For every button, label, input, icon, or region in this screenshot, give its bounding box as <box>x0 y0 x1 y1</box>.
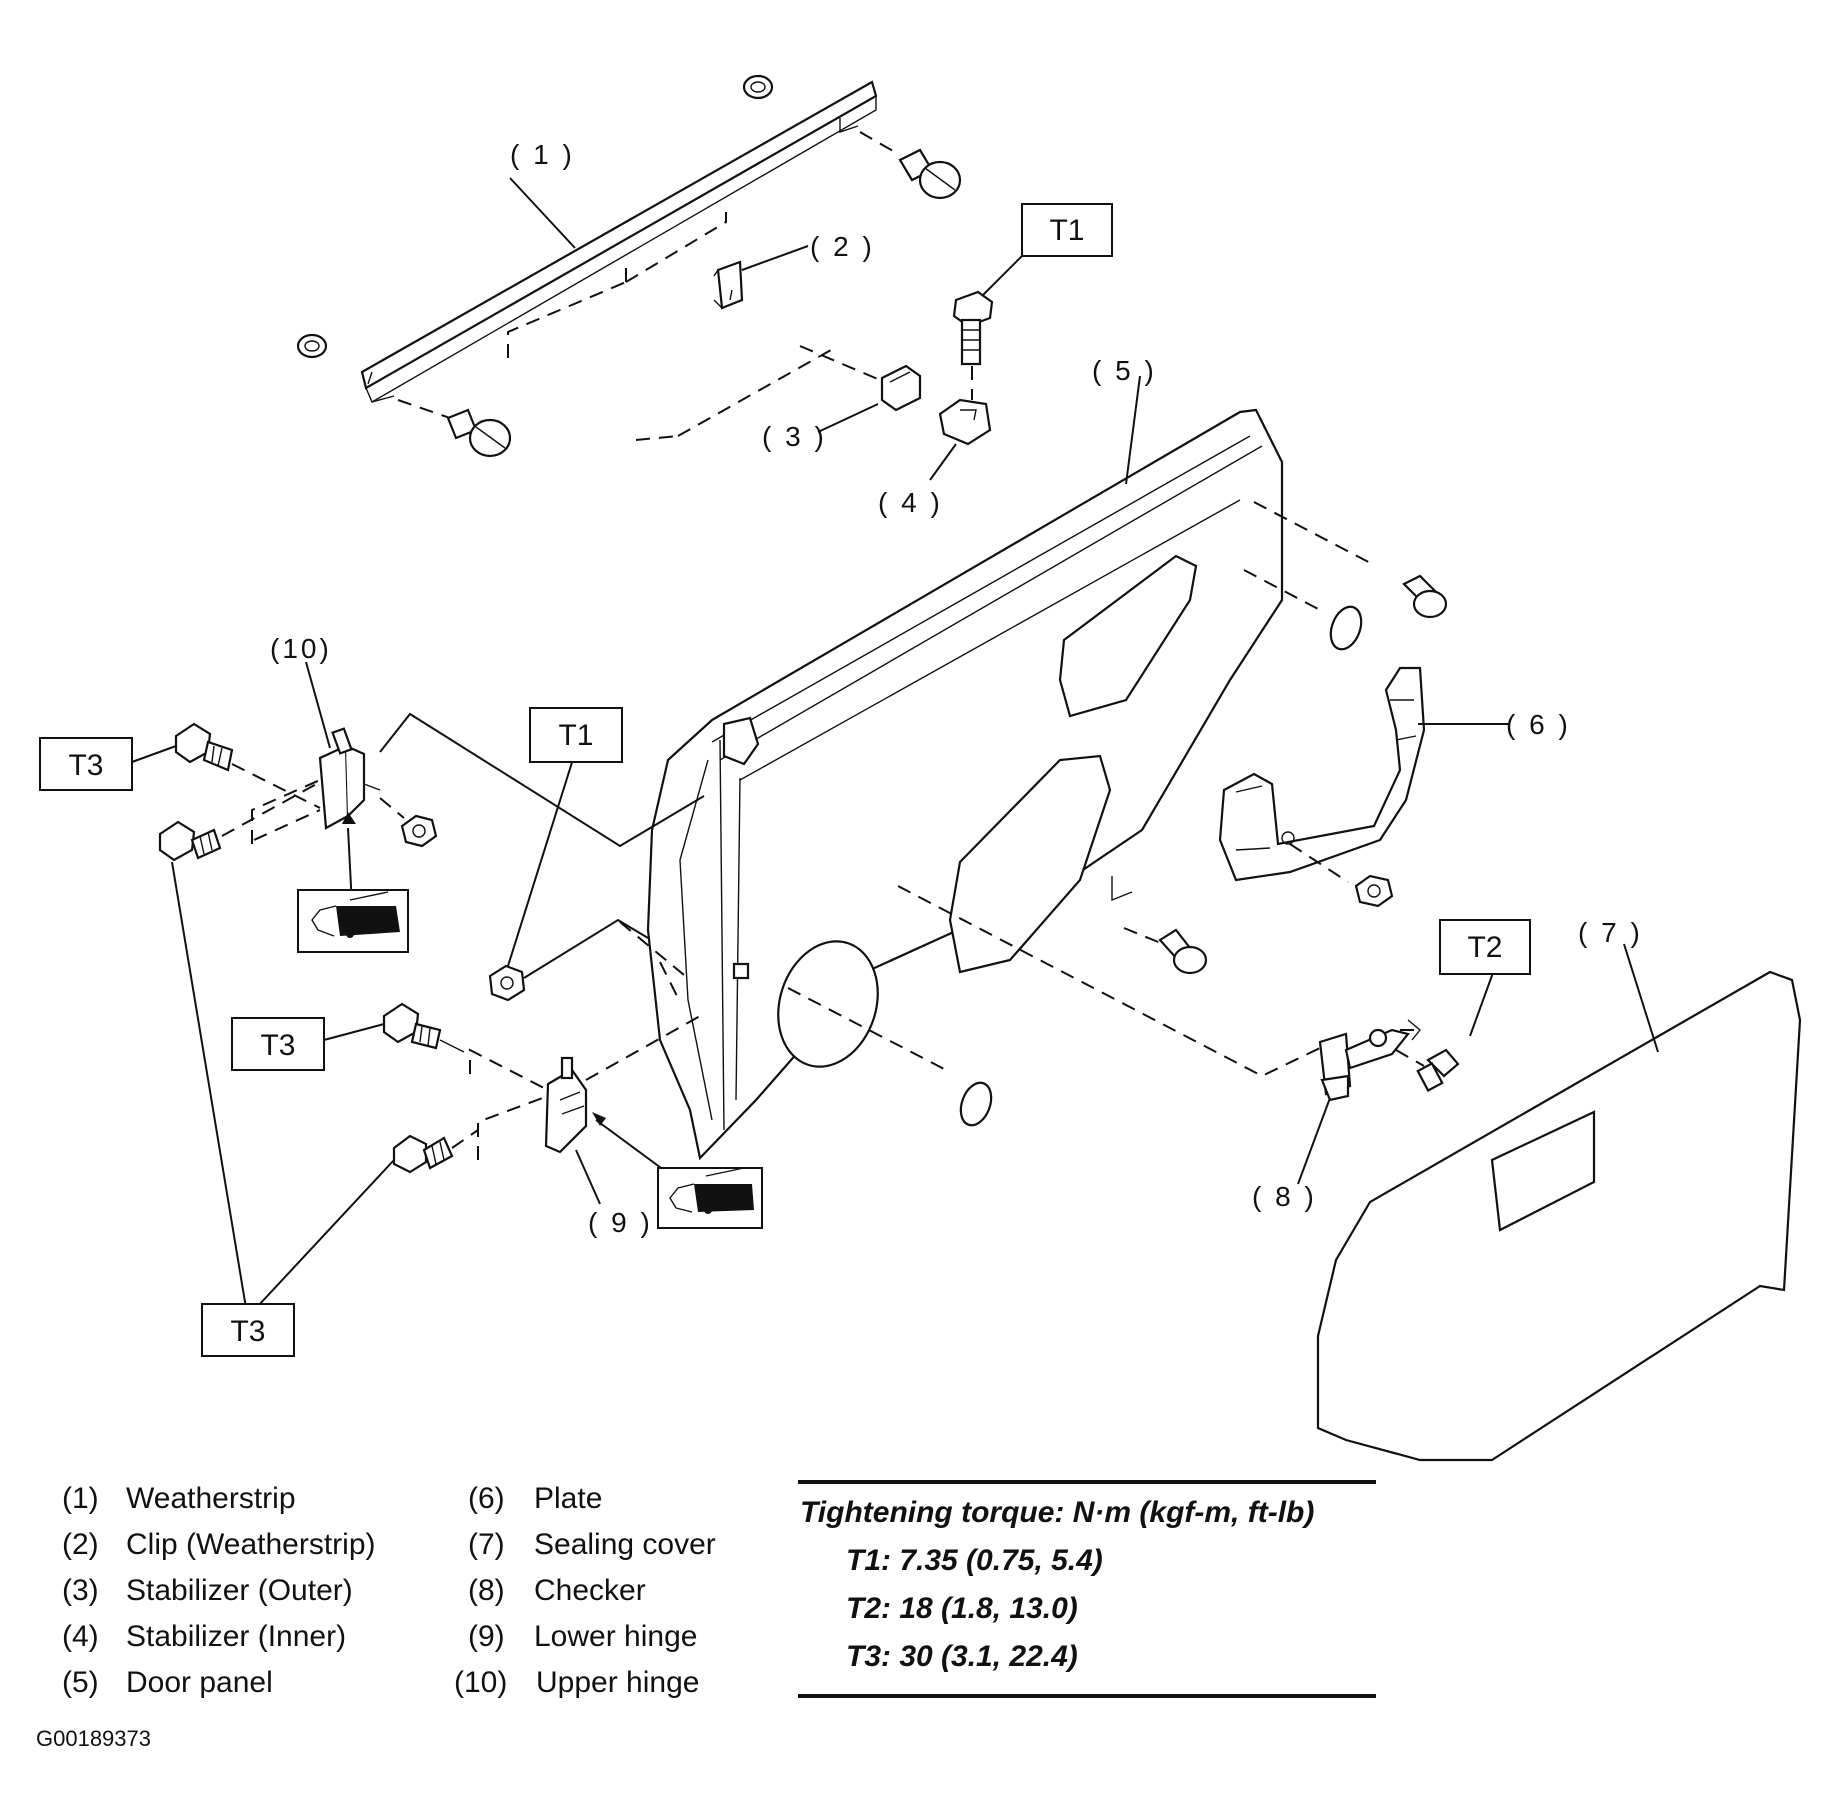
legend-num-2: (2) <box>62 1528 99 1561</box>
checker <box>897 885 1425 1185</box>
upper-hinge-bolt-b <box>158 781 321 1309</box>
clip-weatherstrip <box>713 245 809 310</box>
grommet-left <box>296 333 328 359</box>
legend-num-1: (1) <box>62 1482 99 1515</box>
torque-table: Tightening torque: N·m (kgf-m, ft-lb) T1… <box>798 1480 1376 1698</box>
torque-title: Tightening torque: N·m (kgf-m, ft-lb) <box>800 1496 1314 1529</box>
legend-name-2: Clip (Weatherstrip) <box>126 1528 376 1561</box>
torque-box-t3-upper: T3 <box>39 737 133 791</box>
grease-tube-icon <box>657 1167 763 1229</box>
legend-name-5: Door panel <box>126 1666 273 1699</box>
plate <box>1218 666 1510 883</box>
legend-num-7: (7) <box>468 1528 505 1561</box>
callout-1: ( 1 ) <box>510 139 575 170</box>
torque-box-t3-middle: T3 <box>231 1017 325 1071</box>
plate-nut <box>1354 874 1394 908</box>
panel-plug-right <box>1329 605 1363 651</box>
svg-text:T1: T1 <box>1049 214 1084 247</box>
legend-name-7: Sealing cover <box>534 1528 716 1561</box>
legend-name-3: Stabilizer (Outer) <box>126 1574 353 1607</box>
legend-num-10: (10) <box>454 1666 507 1699</box>
legend-name-10: Upper hinge <box>536 1666 699 1699</box>
svg-text:T3: T3 <box>68 749 103 782</box>
panel-clip-lower <box>1158 928 1208 975</box>
legend-name-1: Weatherstrip <box>126 1482 296 1515</box>
torque-box-t2: T2 <box>1439 919 1531 975</box>
callout-4: ( 4 ) <box>878 487 943 518</box>
upper-hinge-nut <box>379 797 438 848</box>
callout-6: ( 6 ) <box>1506 709 1571 740</box>
torque-row-t2: T2: 18 (1.8, 13.0) <box>846 1592 1078 1625</box>
panel-nut <box>488 755 649 1002</box>
svg-text:T1: T1 <box>558 719 593 752</box>
sealing-cover <box>1316 943 1802 1462</box>
lower-hinge-bolt-b <box>257 1129 479 1307</box>
bolt-stabilizer <box>952 253 1025 400</box>
lower-hinge-bolt-a <box>323 1002 465 1053</box>
legend-name-8: Checker <box>534 1574 646 1607</box>
grease-tube-icon <box>297 889 409 953</box>
stabilizer-inner <box>929 398 992 481</box>
legend-num-6: (6) <box>468 1482 505 1515</box>
torque-box-t3-lower: T3 <box>201 1303 295 1357</box>
weatherstrip-screw-right <box>859 131 962 200</box>
torque-row-t1: T1: 7.35 (0.75, 5.4) <box>846 1544 1103 1577</box>
panel-plug-bottom <box>959 1081 993 1127</box>
callout-8: ( 8 ) <box>1252 1181 1317 1212</box>
legend-name-9: Lower hinge <box>534 1620 697 1653</box>
torque-box-t1-mid: T1 <box>529 707 623 763</box>
callout-7: ( 7 ) <box>1578 917 1643 948</box>
legend-name-4: Stabilizer (Inner) <box>126 1620 346 1653</box>
svg-text:T2: T2 <box>1467 931 1502 964</box>
legend-num-5: (5) <box>62 1666 99 1699</box>
figure-code: G00189373 <box>36 1726 151 1751</box>
callout-9: ( 9 ) <box>588 1207 653 1238</box>
upper-hinge-bolt-a <box>131 722 321 809</box>
callout-2: ( 2 ) <box>810 231 875 262</box>
callout-5: ( 5 ) <box>1092 355 1157 386</box>
legend-num-3: (3) <box>62 1574 99 1607</box>
legend-name-6: Plate <box>534 1482 602 1515</box>
upper-hinge <box>251 661 381 907</box>
door-panel <box>646 375 1284 1161</box>
weatherstrip-screw-left <box>397 399 512 458</box>
weatherstrip <box>360 80 878 404</box>
grommet-top <box>742 74 774 100</box>
panel-clip-upper-right <box>1402 574 1448 619</box>
legend-num-8: (8) <box>468 1574 505 1607</box>
legend-num-9: (9) <box>468 1620 505 1653</box>
torque-box-t1-top: T1 <box>1021 203 1113 257</box>
svg-text:T3: T3 <box>260 1029 295 1062</box>
legend-num-4: (4) <box>62 1620 99 1653</box>
checker-bolt <box>1416 969 1495 1092</box>
torque-row-t3: T3: 30 (3.1, 22.4) <box>846 1640 1078 1673</box>
parts-legend: (1) Weatherstrip (2) Clip (Weatherstrip)… <box>62 1482 716 1699</box>
svg-text:T3: T3 <box>230 1315 265 1348</box>
callout-3: ( 3 ) <box>762 421 827 452</box>
stabilizer-outer <box>635 345 922 441</box>
callout-10: (10) <box>270 633 332 664</box>
lower-hinge <box>469 1015 701 1205</box>
